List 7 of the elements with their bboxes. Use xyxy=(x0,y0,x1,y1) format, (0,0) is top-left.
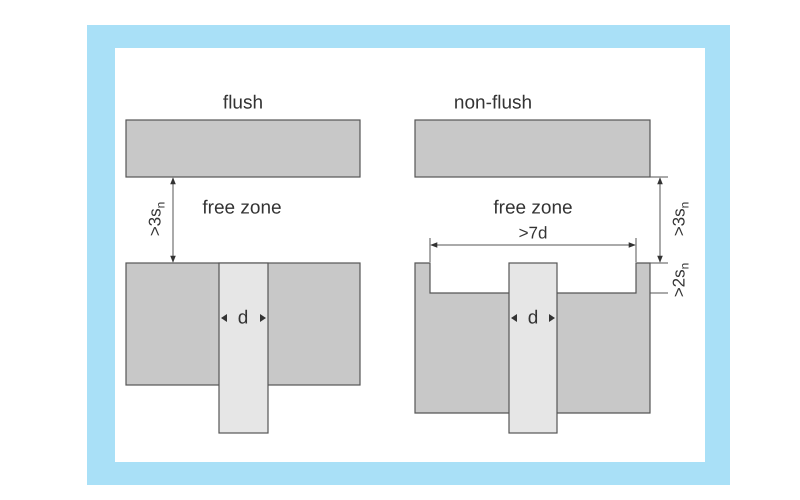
zone-label: free zone xyxy=(493,198,573,218)
dimension-label: >7d xyxy=(518,224,548,242)
dimension-label: d xyxy=(528,308,538,328)
view-title: non-flush xyxy=(454,94,532,112)
view-title: flush xyxy=(222,94,264,112)
dimension-label: d xyxy=(238,308,248,328)
zone-label: free zone xyxy=(202,198,282,218)
